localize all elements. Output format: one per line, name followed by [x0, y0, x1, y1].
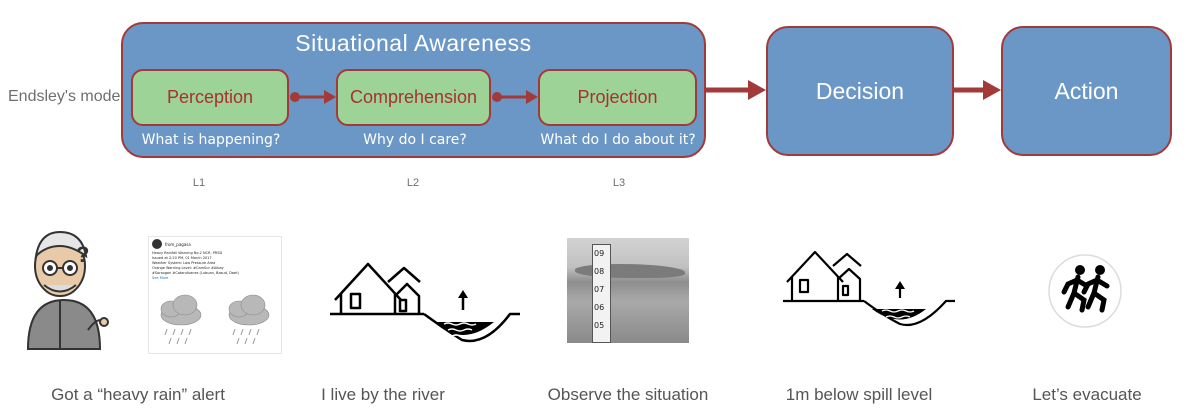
tweet-line: Orange Warning Level: #CamSur #Albay	[152, 266, 224, 270]
tweet-user: from_pagasa	[165, 241, 191, 247]
stage-projection-label: Projection	[577, 87, 658, 107]
tweet-line: See More	[152, 276, 169, 280]
gauge-mark: 06	[594, 303, 605, 312]
gauge-mark: 07	[594, 285, 605, 294]
gauge-staff: 09 08 07 06 05	[592, 244, 611, 343]
arrow-sa-decision	[706, 80, 766, 100]
tweet-line: Issued at 2:20 PM, 01 March 2017	[152, 256, 212, 260]
stage-comprehension-caption: Why do I care?	[363, 132, 467, 148]
situational-awareness-title: Situational Awareness	[295, 30, 532, 56]
rain-cloud-icon	[228, 294, 270, 326]
decision-box: Decision	[766, 26, 954, 156]
example-caption-river: I live by the river	[321, 385, 445, 404]
level-l2: L2	[406, 177, 420, 189]
stage-comprehension: Comprehension	[336, 69, 491, 126]
stage-comprehension-label: Comprehension	[349, 87, 478, 107]
stage-perception: Perception	[131, 69, 289, 126]
stage-perception-caption: What is happening?	[141, 132, 281, 148]
decision-label: Decision	[815, 77, 905, 104]
gauge-mark: 09	[594, 249, 605, 258]
svg-text:?: ?	[76, 242, 89, 267]
tweet-line: #Sorsogon #Catanduanes (Lubuan, Basud, D…	[152, 271, 239, 275]
flood-gauge-photo: 09 08 07 06 05	[567, 238, 689, 343]
gauge-mark: 08	[594, 267, 605, 276]
gauge-mark: 05	[594, 321, 605, 330]
rain-cloud-icon	[160, 294, 202, 326]
level-l1: L1	[192, 177, 206, 189]
stage-perception-label: Perception	[166, 87, 254, 107]
rain-cloud-icons	[160, 294, 270, 345]
example-caption-alert: Got a “heavy rain” alert	[51, 385, 225, 404]
avatar-icon	[152, 239, 162, 249]
tweet-line: Weather System: Low Pressure Area	[152, 261, 216, 265]
arrow-comprehension-projection	[492, 90, 538, 104]
level-l3: L3	[612, 177, 626, 189]
stage-projection: Projection	[538, 69, 697, 126]
tweet-card: from_pagasa Heavy Rainfall Warning No.2 …	[148, 236, 282, 354]
example-caption-spill-level: 1m below spill level	[785, 385, 933, 404]
model-label: Endsley's model	[8, 88, 124, 105]
example-caption-observe: Observe the situation	[547, 385, 709, 404]
arrow-perception-comprehension	[290, 90, 336, 104]
action-label: Action	[1054, 77, 1119, 104]
stage-projection-caption: What do I do about it?	[540, 132, 696, 148]
tweet-line: Heavy Rainfall Warning No.2 NCR, PRSD	[152, 251, 223, 255]
example-caption-evacuate: Let’s evacuate	[1032, 385, 1142, 404]
action-box: Action	[1001, 26, 1172, 156]
arrow-decision-action	[954, 80, 1001, 100]
